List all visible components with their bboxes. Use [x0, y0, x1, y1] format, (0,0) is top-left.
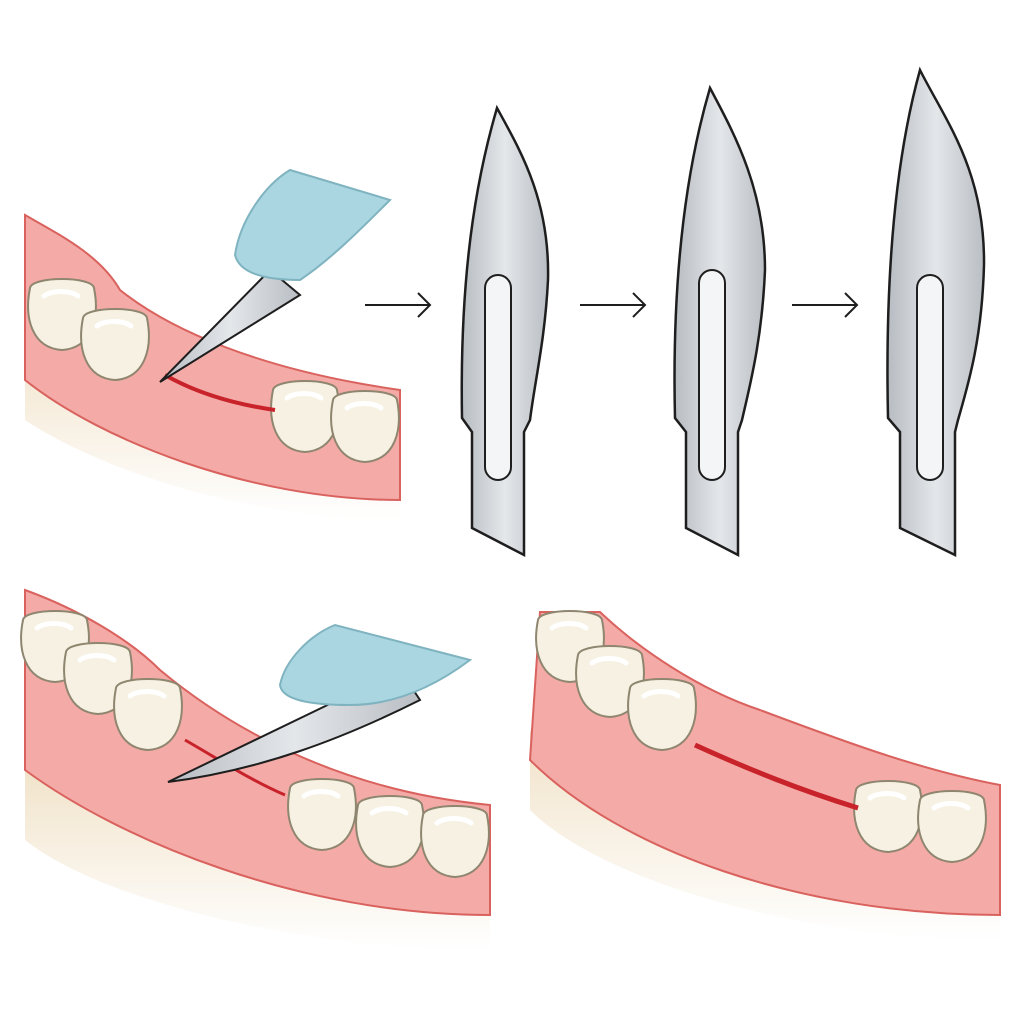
scalpel-blade-icon — [460, 104, 550, 558]
tooth-icon — [271, 381, 339, 452]
tooth-icon — [918, 791, 986, 862]
arrow-right-icon — [365, 292, 432, 318]
scalpel-blade-icon — [673, 84, 767, 558]
panel-initial-incision — [24, 168, 401, 520]
arrow-right-icon — [792, 292, 859, 318]
gloved-hand-icon — [278, 623, 473, 707]
scalpel-blade-icon — [159, 268, 302, 383]
blade-sequence — [365, 66, 986, 558]
tooth-icon — [81, 309, 149, 380]
tooth-icon — [421, 806, 489, 877]
gum — [24, 213, 401, 502]
tooth-icon — [628, 679, 696, 750]
tooth-icon — [114, 679, 182, 750]
arrow-right-icon — [580, 292, 647, 318]
incision-line — [164, 373, 276, 412]
gloved-hand-icon — [233, 168, 392, 282]
panel-extending-incision — [21, 588, 490, 950]
incision-line — [693, 742, 859, 811]
tooth-icon — [331, 391, 399, 462]
tooth-icon — [288, 779, 356, 850]
tooth-icon — [854, 781, 922, 852]
tooth-icon — [356, 796, 424, 867]
scalpel-blade-icon — [886, 66, 986, 558]
panel-completed-incision — [528, 611, 1001, 940]
